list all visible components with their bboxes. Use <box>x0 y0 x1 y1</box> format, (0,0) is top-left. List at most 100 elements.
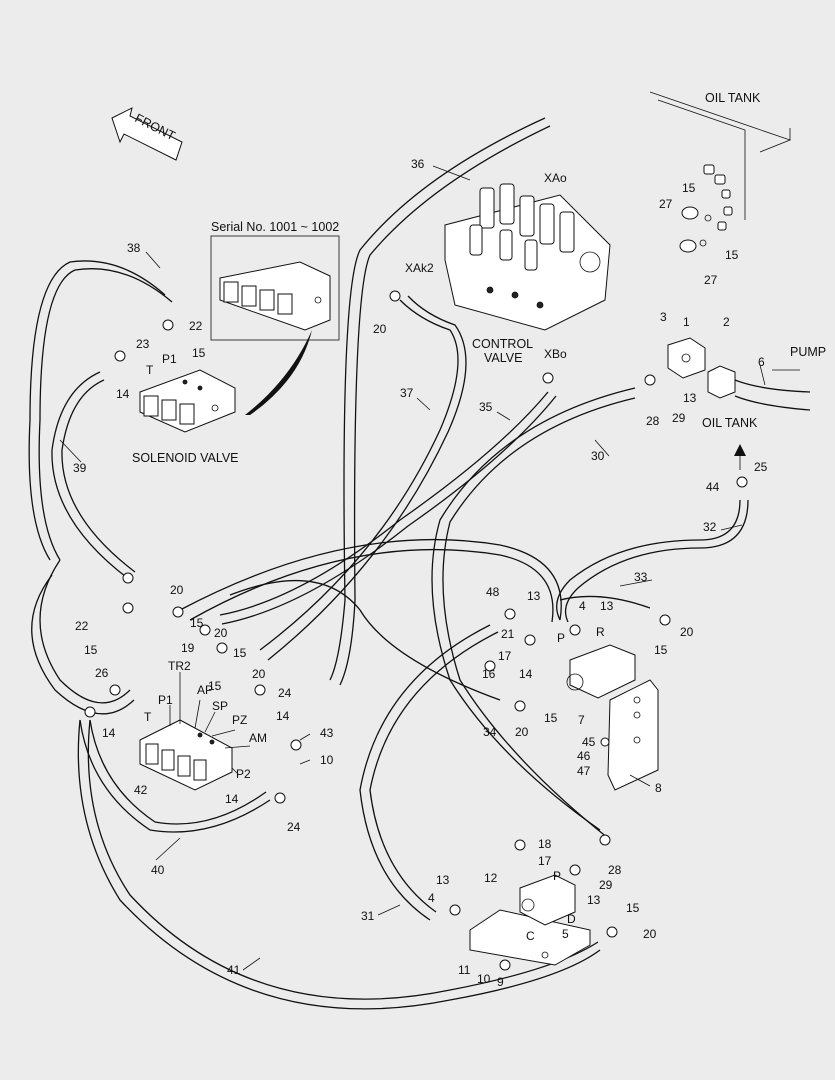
port-pz: PZ <box>232 713 247 727</box>
pump-label: PUMP <box>790 345 826 359</box>
callout-19: 19 <box>181 641 195 655</box>
callout-24a: 24 <box>278 686 292 700</box>
bracket-8 <box>607 679 659 791</box>
port-p-bottom: P <box>553 869 561 883</box>
callout-17a: 17 <box>498 649 512 663</box>
callout-6: 6 <box>758 355 765 369</box>
callout-8: 8 <box>655 781 662 795</box>
oil-tank-label: OIL TANK <box>705 91 761 105</box>
port-am: AM <box>249 731 267 745</box>
callout-27a: 27 <box>659 197 673 211</box>
port-ap: AP <box>197 683 213 697</box>
callout-40: 40 <box>151 863 165 877</box>
callout-20d: 20 <box>252 667 266 681</box>
callout-leaders <box>59 165 766 971</box>
oil-tank-outline <box>649 91 792 220</box>
callout-15j: 15 <box>626 901 640 915</box>
callout-41: 41 <box>227 963 241 977</box>
callout-15d: 15 <box>84 643 98 657</box>
port-sp: SP <box>212 699 228 713</box>
callout-27b: 27 <box>704 273 718 287</box>
callout-21: 21 <box>501 627 515 641</box>
bracket-12 <box>469 909 591 966</box>
callout-22a: 22 <box>189 319 203 333</box>
callout-1: 1 <box>683 315 690 329</box>
callout-24b: 24 <box>287 820 301 834</box>
control-valve-label-2: VALVE <box>484 351 522 365</box>
callout-2: 2 <box>723 315 730 329</box>
callout-15a: 15 <box>192 346 206 360</box>
callout-15f: 15 <box>233 646 247 660</box>
callout-32: 32 <box>703 520 717 534</box>
oil-tank-arrow <box>734 444 746 456</box>
callout-43: 43 <box>320 726 334 740</box>
callout-31: 31 <box>361 909 375 923</box>
callout-4b: 4 <box>428 891 435 905</box>
callout-28b: 28 <box>608 863 622 877</box>
control-valve-label-1: CONTROL <box>472 337 533 351</box>
callout-33: 33 <box>634 570 648 584</box>
port-r-right: R <box>596 625 605 639</box>
callout-11: 11 <box>458 963 471 977</box>
callout-36: 36 <box>411 157 425 171</box>
callout-23: 23 <box>136 337 150 351</box>
callout-5: 5 <box>562 927 569 941</box>
callout-20a: 20 <box>373 322 387 336</box>
port-d-bottom: D <box>567 912 576 926</box>
control-valve <box>444 183 611 331</box>
callout-20c: 20 <box>214 626 228 640</box>
port-xak2: XAk2 <box>405 261 434 275</box>
fittings <box>84 290 748 971</box>
callout-42: 42 <box>134 783 148 797</box>
callout-9: 9 <box>497 975 504 989</box>
port-leader-lines <box>169 672 251 775</box>
port-p1: P1 <box>158 693 173 707</box>
callout-13d: 13 <box>436 873 450 887</box>
port-xbo: XBo <box>544 347 567 361</box>
callout-20b: 20 <box>170 583 184 597</box>
callout-38: 38 <box>127 241 141 255</box>
callout-35: 35 <box>479 400 493 414</box>
callout-47: 47 <box>577 764 591 778</box>
front-arrow <box>111 107 183 161</box>
callout-37: 37 <box>400 386 414 400</box>
solenoid-valve-label: SOLENOID VALVE <box>132 451 239 465</box>
serial-label: Serial No. 1001 ~ 1002 <box>211 220 339 234</box>
callout-20e: 20 <box>680 625 694 639</box>
port-tr2: TR2 <box>168 659 191 673</box>
callout-18: 18 <box>538 837 552 851</box>
callout-14a: 14 <box>116 387 130 401</box>
callout-26: 26 <box>95 666 109 680</box>
callout-10a: 10 <box>320 753 334 767</box>
callout-45: 45 <box>582 735 596 749</box>
callout-13e: 13 <box>587 893 601 907</box>
hoses <box>28 117 749 1010</box>
callout-15g: 15 <box>208 679 222 693</box>
callout-46: 46 <box>577 749 591 763</box>
solenoid-valve-lower <box>139 719 233 791</box>
callout-39: 39 <box>73 461 87 475</box>
callout-20g: 20 <box>643 927 657 941</box>
valve-7 <box>566 644 636 699</box>
callout-3: 3 <box>660 310 667 324</box>
callout-34: 34 <box>483 725 497 739</box>
callout-15h: 15 <box>654 643 668 657</box>
port-c-bottom: C <box>526 929 535 943</box>
serial-manifold <box>219 261 331 331</box>
callout-14c: 14 <box>102 726 116 740</box>
port-p-right: P <box>557 631 565 645</box>
port-t-top: T <box>146 363 154 377</box>
callout-14e: 14 <box>225 792 239 806</box>
callout-15e: 15 <box>190 616 204 630</box>
callout-15c: 15 <box>725 248 739 262</box>
callouts: 1 2 3 4 4 5 6 7 8 9 10 10 11 12 13 13 13… <box>73 157 768 989</box>
callout-13c: 13 <box>683 391 697 405</box>
callout-44: 44 <box>706 480 720 494</box>
callout-15b: 15 <box>682 181 696 195</box>
callout-30: 30 <box>591 449 605 463</box>
callout-16: 16 <box>482 667 496 681</box>
callout-14d: 14 <box>276 709 290 723</box>
callout-25: 25 <box>754 460 768 474</box>
